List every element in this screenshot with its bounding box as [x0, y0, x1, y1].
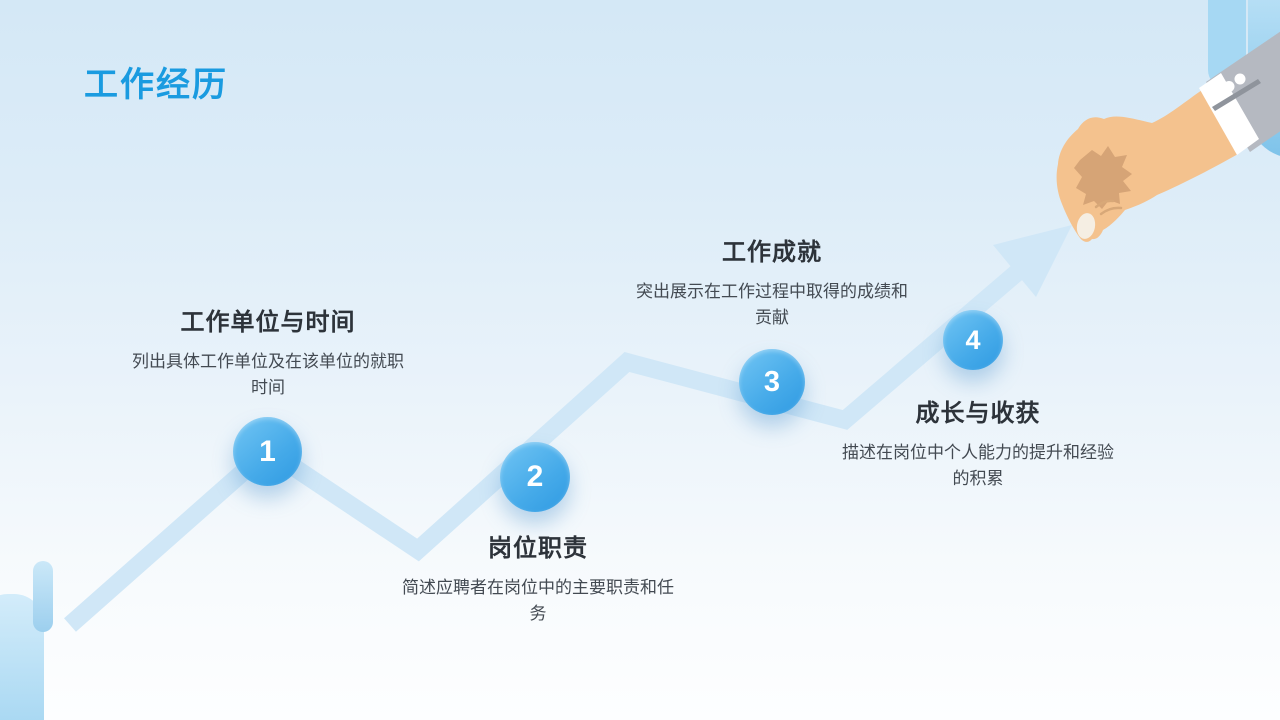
step-text-1: 工作单位与时间 列出具体工作单位及在该单位的就职时间 [108, 302, 428, 400]
step-marker-4: 4 [943, 310, 1003, 370]
step-description-2: 简述应聘者在岗位中的主要职责和任务 [402, 578, 674, 623]
accent-bar-bottom-left-thin [33, 561, 53, 632]
sleeve-buttons [1212, 73, 1246, 100]
step-heading-2: 岗位职责 [488, 535, 588, 562]
step-marker-3: 3 [739, 349, 805, 415]
sleeve-stripe [1212, 79, 1261, 111]
accent-bar-bottom-left-wide [0, 594, 44, 720]
step-heading-4: 成长与收获 [915, 400, 1041, 427]
step-number-1: 1 [259, 434, 276, 468]
finger-creases [1094, 199, 1123, 216]
step-text-4: 成长与收获 描述在岗位中个人能力的提升和经验的积累 [818, 393, 1138, 491]
step-heading-1: 工作单位与时间 [180, 309, 356, 336]
step-marker-1: 1 [233, 417, 302, 486]
arrowhead-icon [993, 225, 1072, 297]
step-description-4: 描述在岗位中个人能力的提升和经验的积累 [842, 443, 1114, 488]
pinching-hand-icon [1056, 31, 1280, 242]
step-description-3: 突出展示在工作过程中取得的成绩和贡献 [636, 282, 908, 327]
step-marker-2: 2 [500, 442, 570, 512]
step-number-2: 2 [526, 460, 544, 493]
slide-title: 工作经历 [84, 66, 228, 104]
step-text-2: 岗位职责 简述应聘者在岗位中的主要职责和任务 [378, 528, 698, 626]
thumb-nail [1076, 213, 1096, 239]
step-heading-3: 工作成就 [722, 239, 822, 266]
step-text-3: 工作成就 突出展示在工作过程中取得的成绩和贡献 [612, 232, 932, 330]
step-number-4: 4 [965, 324, 981, 355]
knuckle-shadow [1074, 146, 1132, 209]
step-description-1: 列出具体工作单位及在该单位的就职时间 [132, 352, 404, 397]
step-number-3: 3 [763, 365, 781, 398]
